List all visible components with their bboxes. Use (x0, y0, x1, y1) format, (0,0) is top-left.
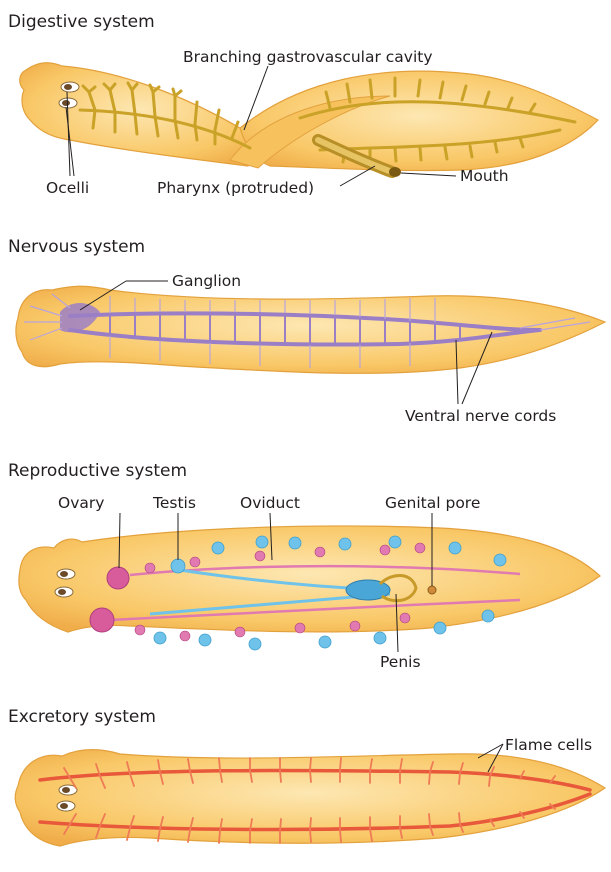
label-gastrovascular-cavity: Branching gastrovascular cavity (183, 48, 433, 66)
nervous-panel: Nervous system (8, 237, 605, 425)
label-oviduct: Oviduct (240, 494, 300, 512)
label-ventral-nerve-cords: Ventral nerve cords (405, 407, 556, 425)
label-ganglion: Ganglion (172, 272, 241, 290)
digestive-panel: Digestive system Branching gastr (8, 12, 598, 197)
ovary-lower (90, 608, 114, 632)
ovary-upper (107, 567, 129, 589)
panel-title-excretory: Excretory system (8, 707, 156, 727)
excretory-panel: Excretory system Flame cells (8, 707, 605, 846)
leader-mouth (401, 173, 456, 176)
label-testis: Testis (152, 494, 196, 512)
reproductive-panel: Reproductive system (8, 461, 600, 671)
label-ocelli: Ocelli (46, 179, 89, 197)
panel-title-reproductive: Reproductive system (8, 461, 187, 481)
label-mouth: Mouth (460, 167, 509, 185)
label-flame-cells: Flame cells (505, 736, 592, 754)
panel-title-digestive: Digestive system (8, 12, 155, 32)
label-penis: Penis (380, 653, 421, 671)
mouth-opening (389, 167, 401, 177)
label-genital-pore: Genital pore (385, 494, 480, 512)
genital-pore (428, 586, 436, 594)
label-pharynx: Pharynx (protruded) (157, 179, 314, 197)
label-ovary: Ovary (58, 494, 104, 512)
panel-title-nervous: Nervous system (8, 237, 145, 257)
